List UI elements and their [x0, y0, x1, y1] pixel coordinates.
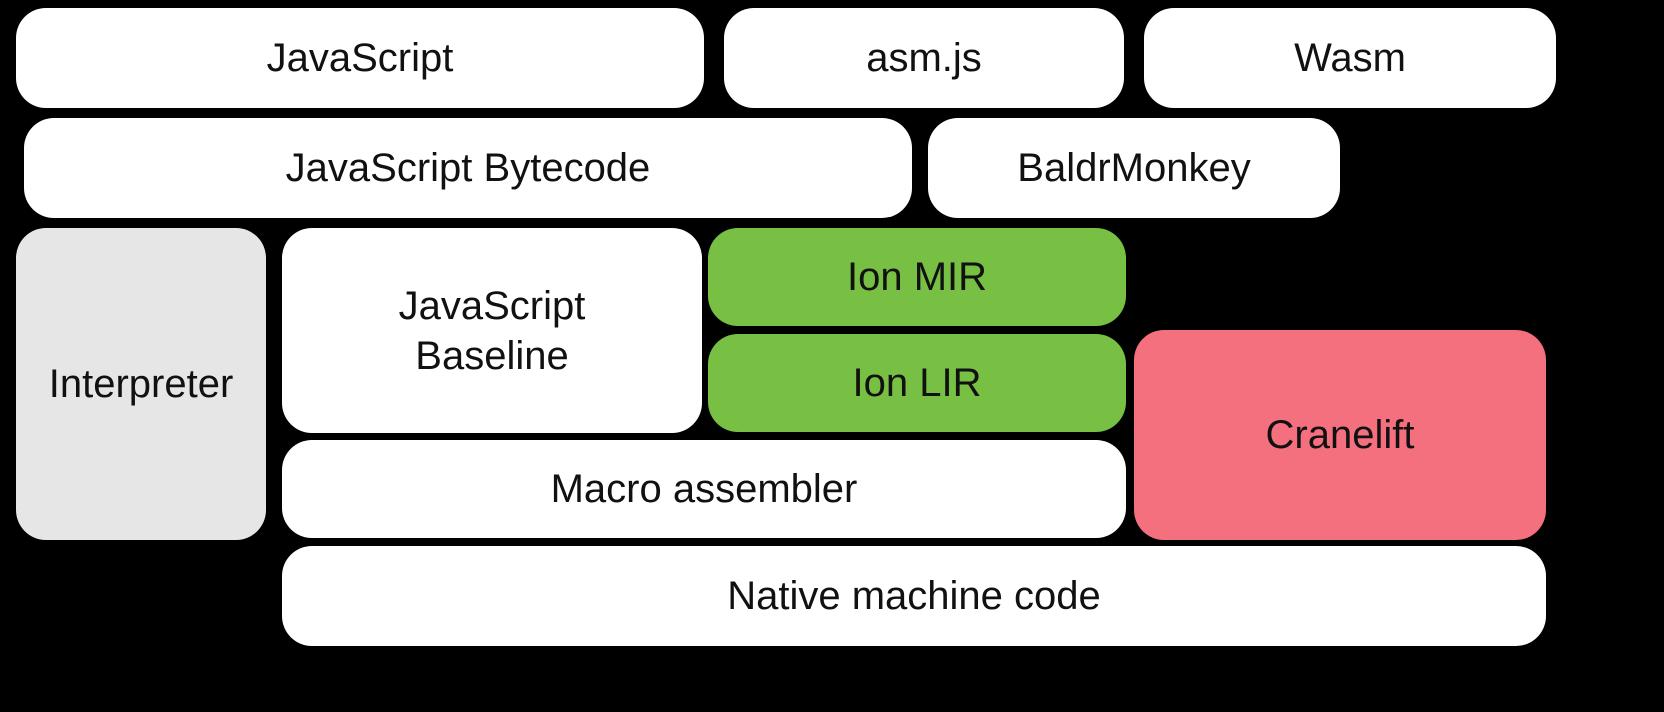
box-cranelift: Cranelift — [1134, 330, 1546, 540]
box-ion-mir-label: Ion MIR — [846, 255, 988, 299]
box-wasm: Wasm — [1144, 8, 1556, 108]
box-ion-lir: Ion LIR — [708, 334, 1126, 432]
box-baldrmonkey: BaldrMonkey — [928, 118, 1340, 218]
box-javascript-bytecode: JavaScript Bytecode — [24, 118, 912, 218]
box-cranelift-label: Cranelift — [1265, 413, 1415, 457]
box-native-machine-code: Native machine code — [282, 546, 1546, 646]
box-javascript-baseline-label: JavaScript Baseline — [398, 283, 586, 378]
box-javascript: JavaScript — [16, 8, 704, 108]
box-interpreter: Interpreter — [16, 228, 266, 540]
box-ion-mir: Ion MIR — [708, 228, 1126, 326]
box-native-machine-code-label: Native machine code — [727, 574, 1101, 618]
box-asm-js: asm.js — [724, 8, 1124, 108]
box-javascript-baseline: JavaScript Baseline — [282, 228, 702, 433]
box-javascript-label: JavaScript — [266, 36, 454, 80]
box-macro-assembler-label: Macro assembler — [550, 467, 858, 511]
box-baldrmonkey-label: BaldrMonkey — [1017, 146, 1251, 190]
box-wasm-label: Wasm — [1294, 36, 1406, 80]
box-asm-js-label: asm.js — [866, 36, 982, 80]
box-ion-lir-label: Ion LIR — [852, 361, 982, 405]
box-interpreter-label: Interpreter — [48, 362, 234, 406]
box-javascript-bytecode-label: JavaScript Bytecode — [285, 146, 651, 190]
box-macro-assembler: Macro assembler — [282, 440, 1126, 538]
